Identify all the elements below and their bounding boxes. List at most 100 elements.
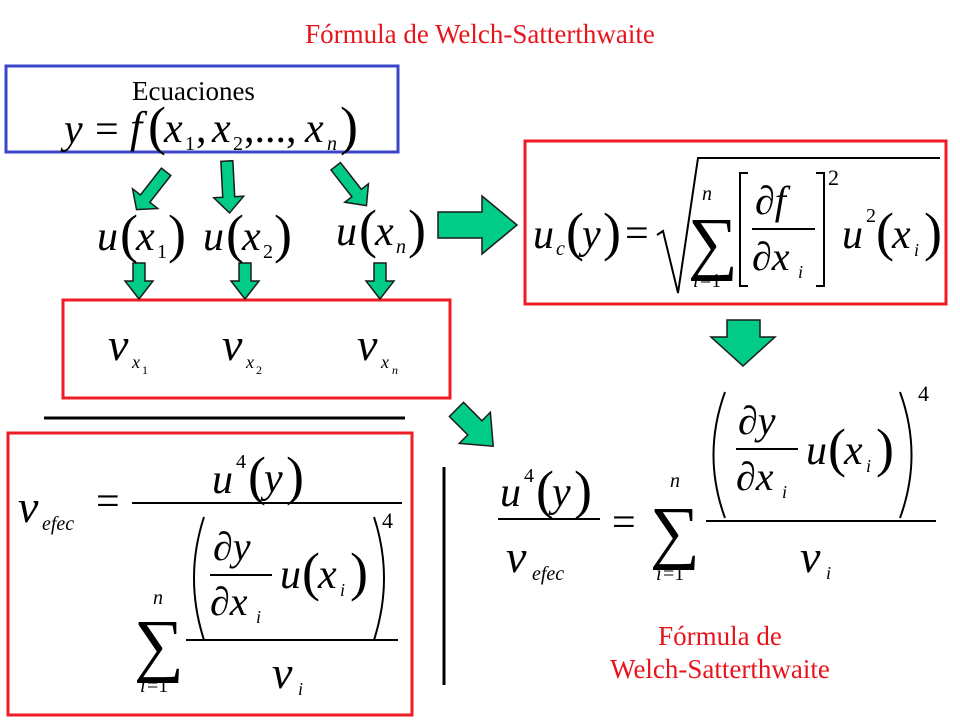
svg-text:): )	[924, 202, 942, 262]
svg-text:i: i	[693, 270, 699, 292]
svg-text:y: y	[578, 212, 601, 258]
arrow-down-large	[709, 319, 777, 368]
svg-text:u: u	[97, 214, 118, 260]
svg-text:(: (	[536, 460, 554, 520]
svg-text:4: 4	[524, 465, 534, 487]
svg-text:): )	[286, 446, 304, 506]
arrow-diagonal-left	[131, 167, 172, 211]
svg-text:x: x	[891, 212, 911, 258]
svg-text:x: x	[163, 106, 183, 152]
arrow-down-3	[364, 262, 396, 301]
svg-text:n: n	[670, 470, 680, 492]
svg-text:u: u	[212, 457, 233, 503]
svg-text:): )	[876, 418, 894, 478]
svg-text:4: 4	[382, 508, 393, 533]
svg-text:2: 2	[866, 205, 876, 227]
svg-text:1: 1	[157, 241, 167, 263]
svg-text:x: x	[843, 428, 863, 474]
svg-text:c: c	[556, 238, 565, 260]
svg-text:u: u	[500, 470, 521, 516]
arrow-down-middle	[211, 159, 246, 215]
combined-uncertainty-box	[523, 139, 948, 306]
svg-text:x: x	[374, 209, 394, 255]
svg-text:∂x: ∂x	[752, 234, 790, 279]
svg-text:u: u	[533, 212, 554, 258]
svg-text:i: i	[826, 563, 831, 583]
svg-text:(: (	[120, 204, 138, 264]
svg-text:ν: ν	[18, 481, 39, 532]
svg-text:(: (	[876, 202, 894, 262]
svg-text:∂y: ∂y	[738, 398, 776, 443]
degrees-of-freedom-box	[61, 298, 452, 400]
svg-text:ν: ν	[222, 319, 243, 370]
svg-text:=1: =1	[147, 675, 168, 697]
svg-text:=: =	[612, 500, 636, 546]
svg-text:2: 2	[263, 241, 273, 263]
svg-text:i: i	[656, 563, 662, 585]
svg-text:∂f: ∂f	[755, 178, 791, 223]
svg-text:1: 1	[185, 133, 195, 155]
svg-text:(: (	[302, 542, 320, 602]
svg-text:ν: ν	[108, 319, 129, 370]
svg-text:(: (	[248, 446, 266, 506]
svg-text:y: y	[260, 456, 283, 502]
svg-text:): )	[168, 204, 186, 264]
svg-text:=1: =1	[700, 270, 721, 292]
svg-text:u: u	[203, 214, 224, 260]
svg-text:f: f	[130, 103, 148, 152]
svg-text:): )	[350, 542, 368, 602]
footer-caption: Fórmula de Welch-Satterthwaite	[565, 620, 875, 686]
svg-text:y: y	[60, 107, 83, 153]
svg-text:efec: efec	[532, 563, 564, 585]
svg-text:x: x	[380, 352, 389, 372]
svg-text:i: i	[340, 580, 345, 600]
effective-dof-box	[6, 431, 414, 717]
svg-text:u: u	[336, 209, 357, 255]
svg-text:(: (	[359, 199, 377, 259]
svg-text:(: (	[566, 202, 584, 262]
svg-text:x: x	[135, 214, 155, 260]
svg-text:): )	[408, 199, 426, 259]
svg-text:): )	[340, 96, 358, 156]
footer-line-2: Welch-Satterthwaite	[610, 654, 830, 684]
page-title: Fórmula de Welch-Satterthwaite	[305, 19, 655, 49]
svg-text:i: i	[256, 607, 261, 627]
svg-text:(: (	[148, 96, 166, 156]
svg-text:i: i	[298, 679, 303, 699]
svg-text:i: i	[782, 482, 787, 502]
svg-text:x: x	[304, 106, 324, 152]
svg-text:4: 4	[236, 451, 246, 473]
footer-line-1: Fórmula de	[658, 621, 782, 651]
svg-text:): )	[603, 202, 621, 262]
svg-text:(: (	[226, 204, 244, 264]
svg-text:∂y: ∂y	[213, 524, 251, 569]
svg-text:∑: ∑	[688, 205, 738, 282]
svg-text:=: =	[625, 211, 649, 257]
svg-text:ν: ν	[800, 531, 821, 582]
svg-text:1: 1	[142, 363, 148, 377]
equations-box	[4, 64, 400, 154]
svg-text:u: u	[806, 428, 827, 474]
svg-text:=1: =1	[663, 563, 684, 585]
svg-text:x: x	[245, 352, 254, 372]
svg-text:,: ,	[196, 106, 207, 152]
svg-text:(: (	[828, 418, 846, 478]
svg-text:∂x: ∂x	[210, 579, 248, 624]
svg-text:,...,: ,...,	[244, 106, 297, 152]
svg-text:2: 2	[828, 165, 839, 190]
svg-text:4: 4	[918, 381, 929, 406]
svg-text:∑: ∑	[134, 607, 184, 684]
svg-text:2: 2	[256, 363, 262, 377]
svg-text:=: =	[95, 107, 119, 153]
svg-text:i: i	[798, 262, 803, 282]
svg-text:x: x	[211, 106, 231, 152]
svg-text:∑: ∑	[650, 494, 700, 571]
svg-text:n: n	[153, 587, 163, 609]
svg-text:∂x: ∂x	[736, 454, 774, 499]
arrow-diagonal-right	[329, 161, 370, 207]
